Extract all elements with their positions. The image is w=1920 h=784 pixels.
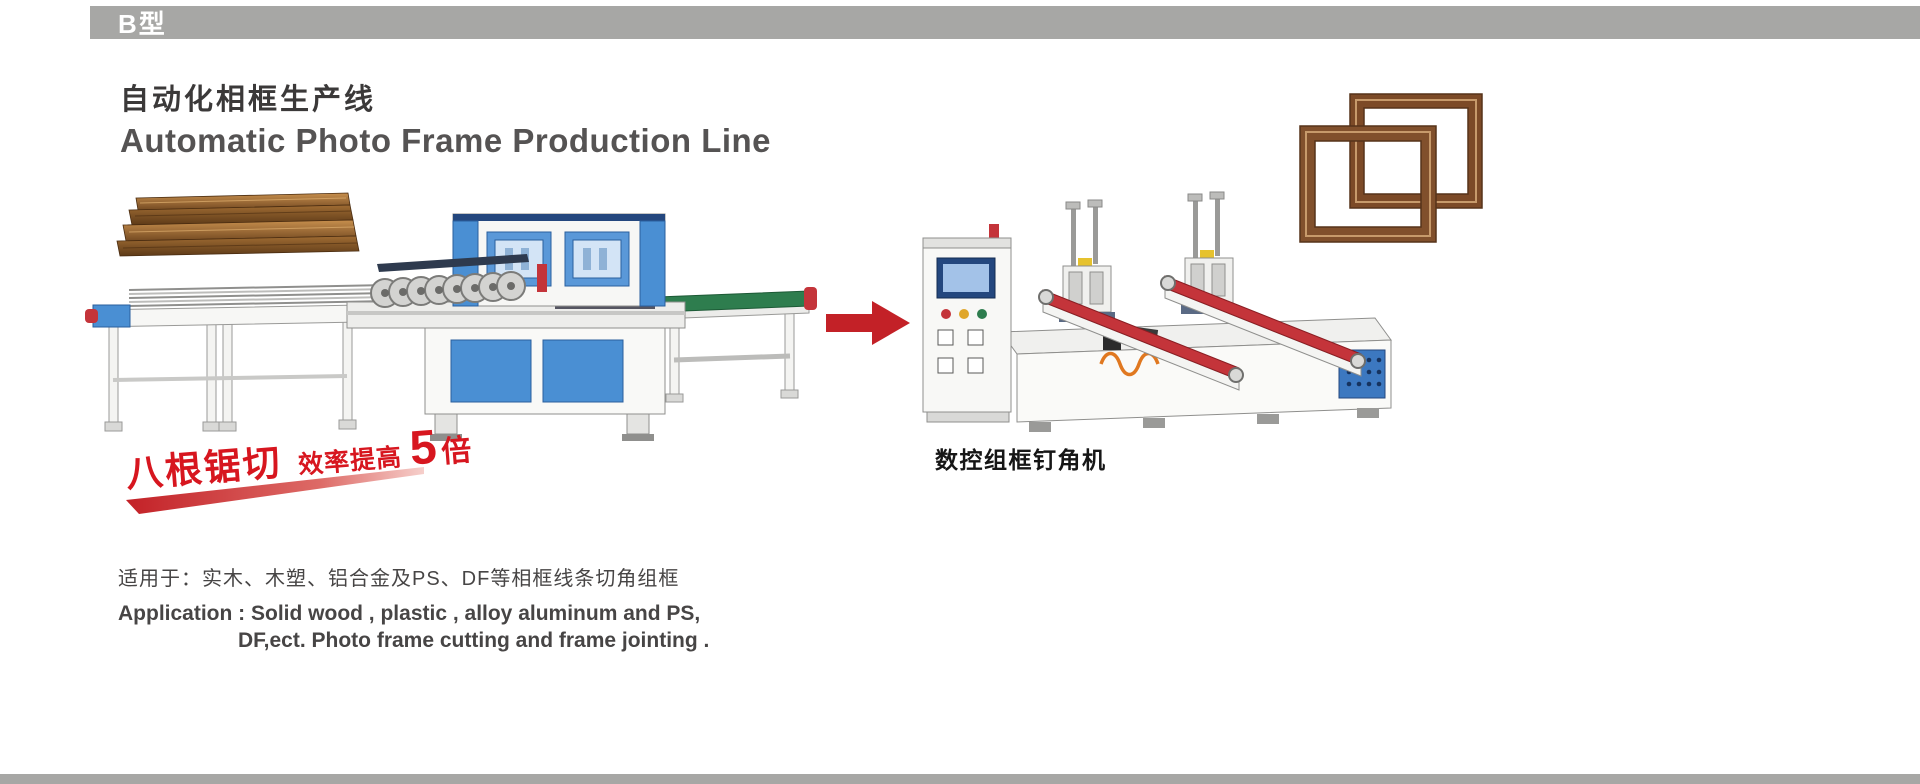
promo-swoosh-svg [126, 467, 424, 514]
flow-arrow-icon [826, 298, 910, 348]
model-badge: B型 [118, 9, 167, 39]
machine-base [1000, 317, 1392, 432]
product-title-en: Automatic Photo Frame Production Line [120, 122, 772, 159]
nailing-machine-svg [922, 191, 1392, 432]
section-header-bar: B型 [90, 6, 1920, 39]
flow-arrow-svg [826, 301, 910, 345]
control-cabinet [922, 224, 1012, 423]
conveyor-arm-2 [1160, 275, 1366, 377]
application-block: 适用于：实木、木塑、铝合金及PS、DF等相框线条切角组框 Application… [118, 562, 709, 655]
conveyor-arm-1 [1038, 289, 1244, 391]
machine-main-body [346, 213, 686, 441]
application-text-en-line2: DF,ect. Photo frame cutting and frame jo… [238, 629, 710, 653]
title-block: 自动化相框生产线 Automatic Photo Frame Productio… [120, 76, 771, 160]
promo-unit: 倍 [440, 433, 473, 470]
promo-underline-swoosh [126, 464, 436, 516]
application-text-cn: 适用于：实木、木塑、铝合金及PS、DF等相框线条切角组框 [118, 568, 680, 590]
cutting-machine-svg [85, 213, 817, 441]
product-title-cn: 自动化相框生产线 [120, 84, 377, 116]
frame-nailing-machine-image [905, 178, 1395, 438]
wood-molding-svg [116, 192, 360, 257]
nailing-machine-caption: 数控组框钉角机 [935, 447, 1107, 473]
application-text-en-line1: Application : Solid wood , plastic , all… [118, 602, 701, 625]
wood-molding-image [110, 192, 362, 262]
photo-frames-svg [1299, 93, 1483, 243]
bottom-bar [0, 774, 1920, 784]
frame-cutting-machine-image [85, 208, 825, 448]
photo-frames-image [1298, 92, 1486, 244]
